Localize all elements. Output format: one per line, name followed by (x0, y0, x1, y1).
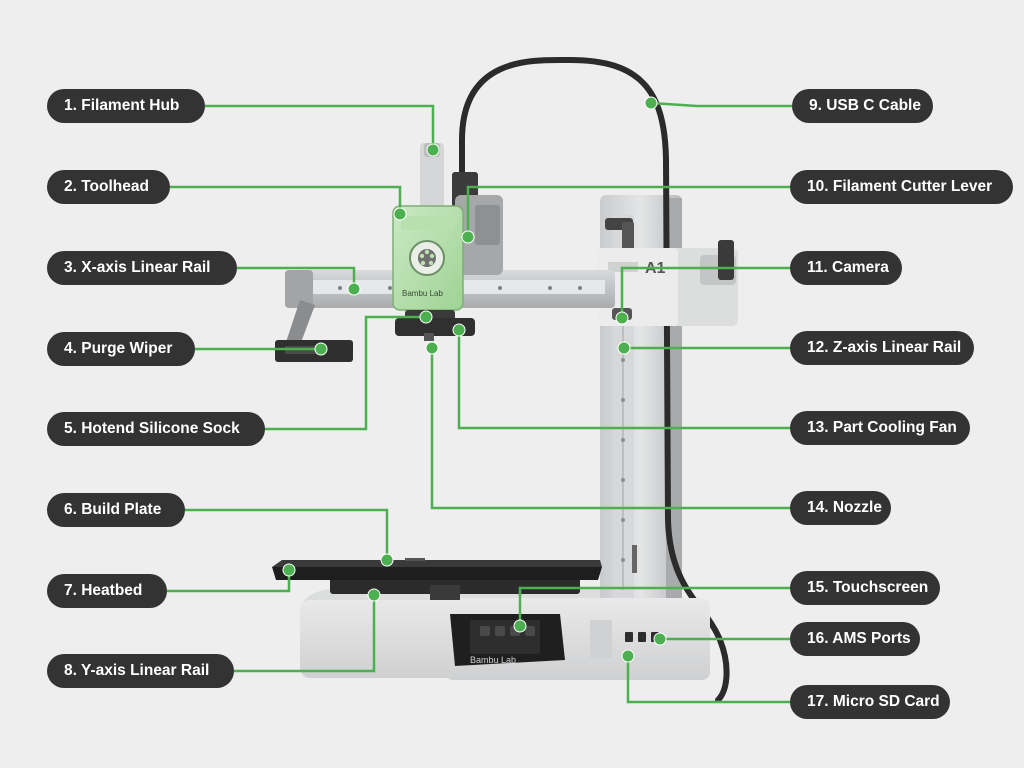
callout-dot-6 (380, 553, 394, 567)
part-label-14: 14. Nozzle (790, 491, 891, 525)
leader-line-11 (620, 266, 790, 318)
callout-dot-4 (314, 342, 328, 356)
callout-dot-2 (393, 207, 407, 221)
part-label-12: 12. Z-axis Linear Rail (790, 331, 974, 365)
part-label-15: 15. Touchscreen (790, 571, 940, 605)
leader-line-5 (265, 315, 426, 431)
part-label-1: 1. Filament Hub (47, 89, 205, 123)
leader-line-7 (167, 570, 291, 593)
callout-dot-3 (347, 282, 361, 296)
part-label-4: 4. Purge Wiper (47, 332, 195, 366)
callout-dot-1 (426, 143, 440, 157)
leader-line-8 (234, 595, 376, 673)
leader-line-3 (237, 266, 356, 289)
callout-dot-17 (621, 649, 635, 663)
leader-line-10 (466, 185, 790, 237)
callout-dot-5 (419, 310, 433, 324)
callout-dot-13 (452, 323, 466, 337)
leader-line-6 (185, 508, 389, 560)
leader-line-2 (170, 185, 402, 214)
toolhead-brand: Bambu Lab (402, 289, 443, 298)
callout-dot-15 (513, 619, 527, 633)
build-plate (272, 560, 602, 567)
callout-dot-9 (644, 96, 658, 110)
heatbed-assembly (272, 558, 602, 600)
leader-line-15 (518, 586, 790, 626)
leader-line-9 (650, 101, 792, 108)
leader-line-1 (205, 104, 435, 150)
part-label-9: 9. USB C Cable (792, 89, 933, 123)
leader-line-13 (457, 330, 790, 430)
part-label-5: 5. Hotend Silicone Sock (47, 412, 265, 446)
part-label-7: 7. Heatbed (47, 574, 167, 608)
part-label-10: 10. Filament Cutter Lever (790, 170, 1013, 204)
callout-dot-16 (653, 632, 667, 646)
cutter-lever (605, 218, 634, 250)
part-label-13: 13. Part Cooling Fan (790, 411, 970, 445)
part-label-6: 6. Build Plate (47, 493, 185, 527)
leader-line-14 (430, 348, 790, 510)
callout-dot-7 (282, 563, 296, 577)
part-label-11: 11. Camera (790, 251, 902, 285)
callout-dot-8 (367, 588, 381, 602)
front-brand: Bambu Lab (470, 655, 516, 665)
part-label-3: 3. X-axis Linear Rail (47, 251, 237, 285)
part-label-17: 17. Micro SD Card (790, 685, 950, 719)
callout-dot-12 (617, 341, 631, 355)
callout-dot-11 (615, 311, 629, 325)
part-label-2: 2. Toolhead (47, 170, 170, 204)
leader-line-17 (626, 656, 790, 704)
part-label-8: 8. Y-axis Linear Rail (47, 654, 234, 688)
part-label-16: 16. AMS Ports (790, 622, 920, 656)
callout-dot-10 (461, 230, 475, 244)
callout-dot-14 (425, 341, 439, 355)
